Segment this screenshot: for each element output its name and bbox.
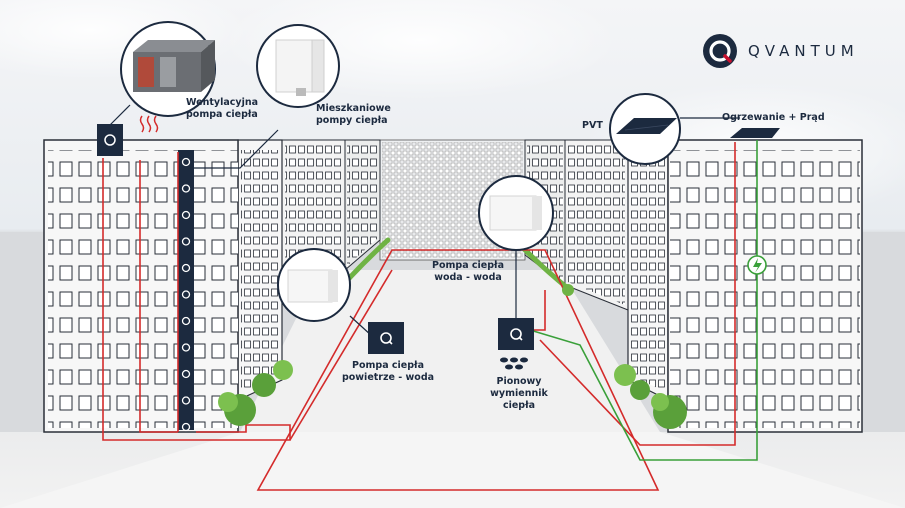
power-lines <box>529 140 767 461</box>
heating-lines <box>102 142 736 491</box>
qvantum-unit-icon <box>181 157 191 167</box>
qvantum-unit-icon <box>181 290 191 299</box>
qvantum-unit-icon <box>181 210 191 220</box>
qvantum-unit-icon <box>703 34 737 68</box>
ventilation-callout <box>120 21 216 117</box>
qvantum-unit-icon <box>181 422 191 432</box>
heat-waves-icon <box>139 115 159 133</box>
apartment-heat-pump-icon <box>275 39 325 96</box>
pvt-callout <box>609 93 681 165</box>
water-water-callout <box>478 175 554 251</box>
qvantum-unit-icon <box>181 184 191 193</box>
label-heating-power: Ogrzewanie + Prąd <box>722 112 825 123</box>
qvantum-unit-icon <box>181 263 191 273</box>
wall-heat-pump-icon <box>489 195 537 231</box>
qvantum-unit-icon <box>181 369 191 379</box>
roof-solar-panel <box>730 128 780 138</box>
water-water-unit <box>498 318 534 350</box>
qvantum-unit-icon <box>181 316 191 326</box>
pvt-panel-icon <box>616 118 677 134</box>
qvantum-unit-icon <box>181 237 191 246</box>
qvantum-unit-icon <box>181 343 191 352</box>
trees <box>218 284 687 429</box>
air-water-unit <box>368 322 404 354</box>
lightning-icon <box>753 258 762 273</box>
apartment-hp-column <box>178 150 194 430</box>
label-pvt: PVT <box>582 120 603 131</box>
borehole-dots-icon <box>500 357 528 370</box>
ventilation-unit-icon <box>133 40 215 92</box>
qvantum-logo: QVANTUM <box>702 33 859 69</box>
qvantum-unit-icon <box>181 396 191 405</box>
ventilation-unit-base <box>97 124 123 156</box>
apartment-callout <box>256 24 340 108</box>
air-water-callout <box>277 248 351 322</box>
brand-name: QVANTUM <box>748 42 859 60</box>
